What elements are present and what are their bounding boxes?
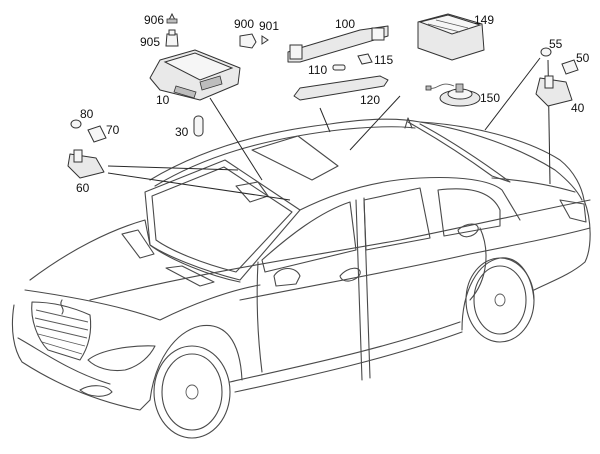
callout-906[interactable]: 906 bbox=[144, 13, 164, 27]
callout-905[interactable]: 905 bbox=[140, 35, 160, 49]
rear-door-handle bbox=[457, 223, 479, 238]
character-line bbox=[239, 227, 591, 301]
leader-120 bbox=[349, 95, 401, 151]
part-905[interactable] bbox=[165, 29, 179, 47]
rear-window bbox=[407, 121, 511, 183]
callout-149[interactable]: 149 bbox=[474, 13, 494, 27]
callout-60[interactable]: 60 bbox=[76, 181, 90, 195]
callout-110[interactable]: 110 bbox=[308, 63, 327, 77]
fog-light bbox=[79, 385, 113, 397]
callout-55[interactable]: 55 bbox=[549, 37, 563, 51]
b-pillar bbox=[355, 199, 363, 381]
part-55[interactable] bbox=[540, 47, 552, 57]
front-door-handle bbox=[339, 267, 361, 282]
trunk-lid bbox=[419, 121, 585, 201]
front-wheel-arch bbox=[149, 324, 243, 401]
callout-901[interactable]: 901 bbox=[259, 19, 279, 33]
hood-front bbox=[24, 284, 261, 321]
hood-emblem bbox=[60, 299, 64, 315]
part-50[interactable] bbox=[561, 59, 579, 75]
hood-outline bbox=[29, 219, 241, 283]
part-901[interactable] bbox=[261, 35, 269, 45]
callout-labels: 906 905 900 901 10 30 100 110 115 120 14… bbox=[76, 13, 590, 195]
callout-40[interactable]: 40 bbox=[571, 101, 585, 115]
callout-50[interactable]: 50 bbox=[576, 51, 590, 65]
windshield-inner bbox=[151, 166, 293, 273]
part-80[interactable] bbox=[70, 119, 82, 129]
bumper-line bbox=[17, 337, 111, 385]
part-149[interactable] bbox=[417, 13, 485, 61]
rear-door-edge bbox=[469, 227, 487, 301]
b-pillar-2 bbox=[363, 197, 371, 379]
belt-line bbox=[89, 199, 591, 301]
hood-vent-2 bbox=[165, 265, 215, 287]
part-100[interactable] bbox=[287, 25, 389, 63]
part-70[interactable] bbox=[87, 125, 107, 143]
part-906[interactable] bbox=[166, 12, 178, 24]
leader-60b bbox=[107, 172, 291, 201]
tail-light bbox=[559, 199, 587, 223]
callout-115[interactable]: 115 bbox=[374, 53, 393, 67]
callout-30[interactable]: 30 bbox=[175, 125, 189, 139]
leader-40a bbox=[484, 57, 541, 131]
front-bumper bbox=[11, 304, 151, 411]
part-30[interactable] bbox=[193, 115, 204, 137]
callout-70[interactable]: 70 bbox=[106, 123, 120, 137]
sunroof bbox=[251, 135, 339, 181]
part-60[interactable] bbox=[67, 149, 105, 179]
callout-100[interactable]: 100 bbox=[335, 17, 355, 31]
part-10[interactable] bbox=[149, 49, 241, 101]
grille-slats bbox=[34, 309, 89, 355]
part-900[interactable] bbox=[239, 33, 257, 49]
rear-bumper bbox=[533, 199, 591, 291]
leader-60a bbox=[107, 165, 239, 171]
callout-80[interactable]: 80 bbox=[80, 107, 94, 121]
part-150[interactable] bbox=[425, 83, 481, 107]
front-door-window bbox=[261, 201, 357, 273]
rear-wheel bbox=[465, 257, 535, 343]
hood-vent-1 bbox=[121, 229, 155, 259]
roof-outline bbox=[149, 118, 583, 201]
callout-10[interactable]: 10 bbox=[156, 93, 170, 107]
antenna bbox=[404, 117, 413, 129]
callout-150[interactable]: 150 bbox=[480, 91, 500, 105]
leader-10 bbox=[209, 97, 263, 181]
trunk-edge bbox=[491, 177, 576, 193]
part-40[interactable] bbox=[535, 75, 573, 107]
callout-900[interactable]: 900 bbox=[234, 17, 254, 31]
side-mirror bbox=[273, 267, 301, 287]
car-body bbox=[11, 117, 591, 439]
front-wheel bbox=[153, 345, 231, 439]
part-110[interactable] bbox=[332, 64, 346, 71]
sill-lower bbox=[234, 331, 463, 393]
leader-100 bbox=[319, 107, 331, 133]
headlight bbox=[87, 345, 156, 372]
quarter-window bbox=[437, 188, 501, 237]
part-115[interactable] bbox=[357, 53, 373, 65]
callout-120[interactable]: 120 bbox=[360, 93, 380, 107]
roof-inner bbox=[154, 126, 416, 187]
rearview-mirror bbox=[235, 181, 269, 203]
part-120[interactable] bbox=[293, 75, 389, 101]
front-door-edge bbox=[256, 261, 263, 373]
sill-upper bbox=[229, 321, 461, 383]
window-frame bbox=[299, 176, 521, 221]
